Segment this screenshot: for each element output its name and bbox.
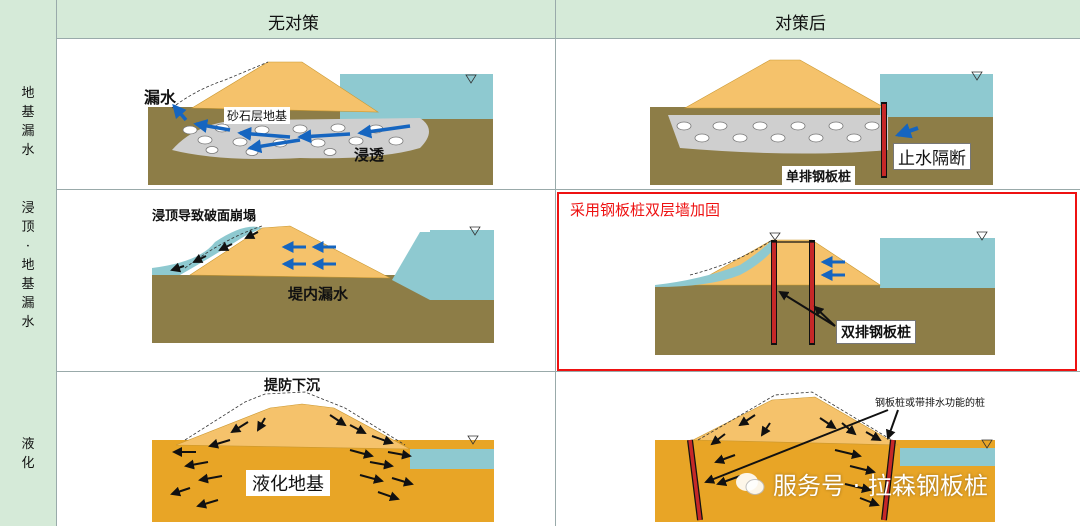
- panel-r2-right: [655, 231, 995, 355]
- grid-line: [555, 0, 556, 526]
- panel-r3-right: [655, 391, 995, 522]
- grid-line: [56, 371, 1080, 372]
- label-inner-leak: 堤内漏水: [288, 285, 349, 303]
- label-seepage: 浸透: [354, 146, 385, 164]
- label-cutoff: 止水隔断: [893, 143, 971, 170]
- row-label-overtop-leak: 浸顶·地基漏水: [21, 201, 35, 330]
- watermark-text: 服务号 · 拉森钢板桩: [773, 472, 988, 500]
- label-leak: 漏水: [144, 88, 177, 107]
- header-after-measure: 对策后: [775, 14, 826, 34]
- row-label-column: [0, 38, 56, 526]
- grid-line: [56, 0, 57, 526]
- label-liquefied-ground: 液化地基: [246, 470, 330, 496]
- label-single-pile: 单排钢板桩: [782, 166, 856, 185]
- wechat-icon: [735, 471, 765, 497]
- label-gravel-foundation: 砂石层地基: [224, 107, 291, 124]
- label-pile-note: 钢板桩或带排水功能的桩: [875, 398, 985, 409]
- label-double-wall: 采用钢板桩双层墙加固: [566, 199, 725, 220]
- highlight-box: [557, 192, 1077, 371]
- panel-r2-left: [152, 225, 494, 343]
- grid-line: [56, 38, 1080, 39]
- label-settlement: 提防下沉: [264, 378, 320, 394]
- panel-r3-left: [152, 391, 494, 522]
- panel-r1-left: [148, 61, 493, 185]
- grid-line: [56, 189, 1080, 190]
- header-no-measure: 无对策: [268, 14, 319, 34]
- header-band: [0, 0, 1080, 38]
- label-double-pile: 双排钢板桩: [836, 320, 916, 344]
- label-overtop-collapse: 浸顶导致破面崩塌: [152, 209, 257, 224]
- row-label-foundation-leak: 地基漏水: [21, 86, 35, 158]
- watermark: 服务号 · 拉森钢板桩: [735, 466, 988, 501]
- row-label-liquefaction: 液化: [21, 437, 35, 471]
